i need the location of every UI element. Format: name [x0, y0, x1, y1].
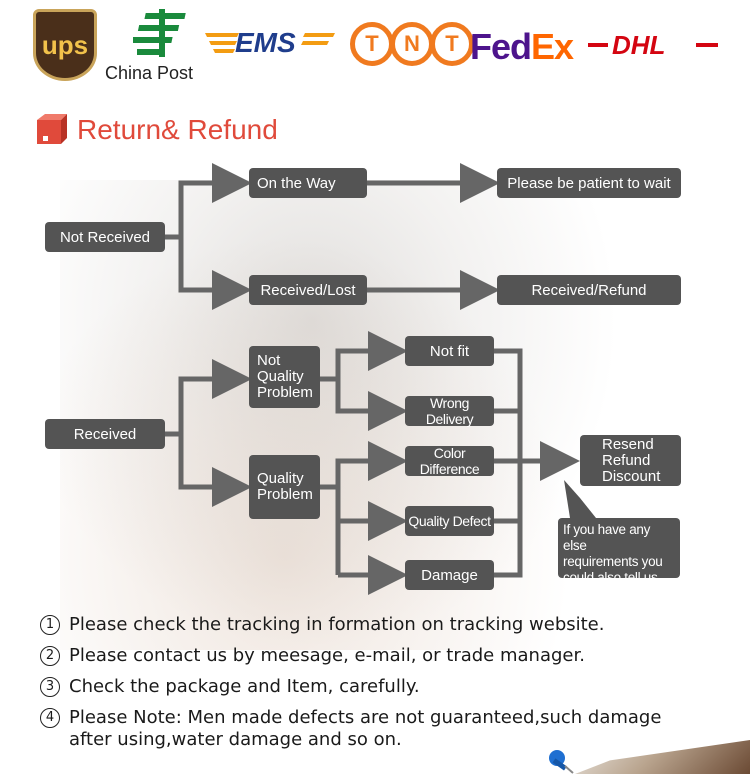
box-quality-defect-label: Quality Defect [408, 513, 491, 529]
ups-logo: ups [33, 9, 97, 81]
not-quality-line-3: Problem [257, 384, 313, 401]
fedex-ex-text: Ex [531, 26, 574, 67]
note-text: Check the package and Item, carefully. [69, 676, 420, 697]
box-damage: Damage [405, 560, 494, 590]
note-item-2: 2 Please contact us by meesage, e-mail, … [40, 645, 740, 667]
note-item-4: 4 Please Note: Men made defects are not … [40, 707, 740, 751]
fedex-fed-text: Fed [470, 26, 532, 67]
box-wrong-delivery: Wrong Delivery [405, 395, 494, 427]
tnt-letter-n: N [390, 22, 434, 66]
dhl-logo-text: DHL [612, 30, 666, 60]
note-item-3: 3 Check the package and Item, carefully. [40, 676, 740, 698]
note-number: 4 [40, 708, 60, 728]
box-received-lost-label: Received/Lost [260, 281, 356, 299]
box-not-received-label: Not Received [59, 228, 151, 246]
tnt-logo: T N T [350, 22, 474, 66]
ups-logo-text: ups [41, 29, 89, 60]
note-line-2: requirements you [563, 554, 663, 569]
box-quality-defect: Quality Defect [405, 506, 494, 536]
box-not-received: Not Received [45, 222, 165, 252]
note-number: 1 [40, 615, 60, 635]
box-quality-problem: Quality Problem [249, 455, 320, 519]
note-text-continued: after using,water damage and so on. [69, 729, 402, 750]
not-quality-line-1: Not [257, 352, 281, 369]
ems-wing-icon [205, 33, 335, 53]
box-received-label: Received [73, 425, 137, 443]
section-title-text: Return& Refund [77, 114, 278, 145]
note-item-1: 1 Please check the tracking in formation… [40, 614, 740, 636]
box-on-the-way: On the Way [249, 168, 367, 198]
box-please-wait-label: Please be patient to wait [507, 174, 671, 192]
china-post-logo: China Post [105, 5, 215, 85]
carrier-logos: ups China Post EMS T N T FedEx DHL [0, 0, 750, 95]
box-on-the-way-label: On the Way [257, 174, 336, 192]
box-color-difference: Color Difference [405, 445, 494, 477]
box-damage-label: Damage [421, 566, 478, 584]
ems-logo: EMS [205, 25, 335, 65]
box-received-refund: Received/Refund [497, 275, 681, 305]
box-received-lost: Received/Lost [249, 275, 367, 305]
note-text: Please check the tracking in formation o… [69, 614, 605, 635]
note-line-1: If you have any else [563, 522, 651, 553]
box-color-difference-label: Color Difference [419, 445, 480, 477]
pushpin-icon [549, 750, 574, 774]
dhl-speed-lines [588, 43, 718, 47]
outcome-discount: Discount [602, 467, 661, 485]
outcome-resend: Resend [602, 435, 654, 453]
box-not-fit-label: Not fit [429, 342, 470, 360]
notes-list: 1 Please check the tracking in formation… [40, 614, 740, 760]
outcome-refund: Refund [602, 451, 651, 469]
fedex-logo: FedEx [470, 26, 574, 68]
note-line-3: could also tell us [563, 570, 658, 585]
box-not-quality-problem: Not Quality Problem [249, 346, 320, 408]
not-quality-line-2: Quality [257, 368, 304, 385]
tnt-letter-t2: T [430, 22, 474, 66]
note-text: Please Note: Men made defects are not gu… [69, 707, 662, 728]
quality-problem-line-2: Problem [257, 486, 313, 503]
quality-problem-line-1: Quality [257, 470, 304, 487]
section-title: Return& Refund [35, 112, 278, 148]
note-number: 3 [40, 677, 60, 697]
box-received: Received [45, 419, 165, 449]
dhl-logo: DHL [612, 30, 665, 61]
china-post-label: China Post [105, 63, 194, 83]
package-icon [37, 114, 67, 144]
box-outcome: Resend Refund Discount [580, 435, 681, 486]
note-number: 2 [40, 646, 60, 666]
ems-logo-text: EMS [235, 27, 296, 58]
china-post-icon [133, 9, 186, 57]
box-wrong-delivery-label: Wrong Delivery [425, 395, 474, 427]
box-not-fit: Not fit [405, 336, 494, 366]
box-please-wait: Please be patient to wait [497, 168, 681, 198]
box-received-refund-label: Received/Refund [531, 281, 647, 299]
note-text: Please contact us by meesage, e-mail, or… [69, 645, 585, 666]
note-text-block: Please Note: Men made defects are not gu… [69, 707, 661, 751]
note-callout: If you have any else requirements you co… [558, 518, 680, 585]
